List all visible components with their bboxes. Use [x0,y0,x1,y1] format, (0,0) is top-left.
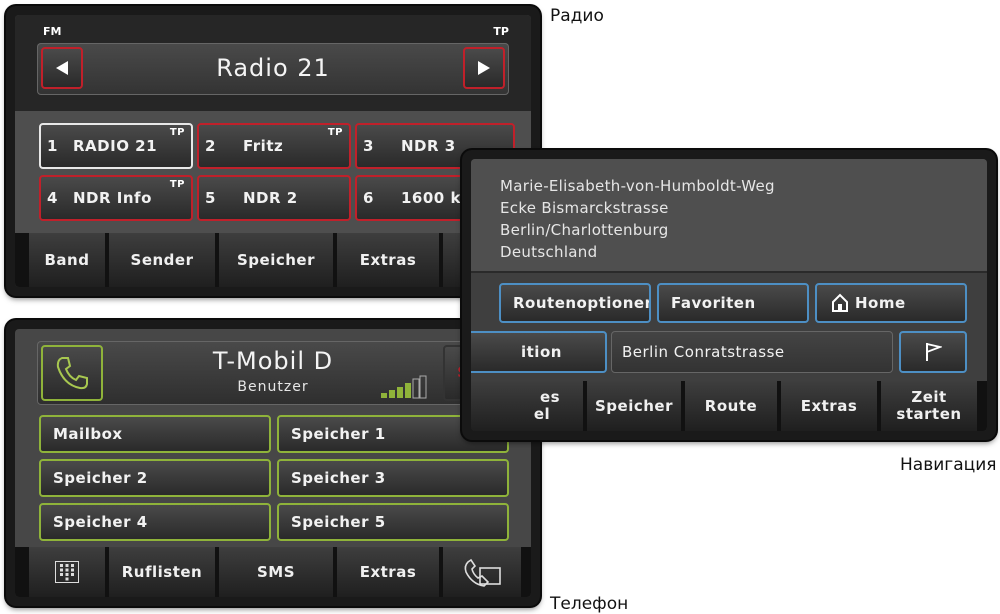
home-label: Home [855,294,906,312]
tab-extras[interactable]: Extras [781,381,879,431]
tab-destination-partial[interactable]: es el [471,381,585,431]
prev-station-button[interactable] [41,47,83,89]
preset-1[interactable]: 1 RADIO 21 TP [39,123,193,169]
tab-hangup[interactable] [443,547,523,597]
phone-header: T-Mobil D Benutzer SOS [37,341,509,405]
tp-indicator: TP [493,25,509,38]
station-bar: Radio 21 [37,43,509,95]
tab-keypad[interactable] [29,547,107,597]
next-station-button[interactable] [463,47,505,89]
radio-header: FM TP Radio 21 [15,15,531,111]
tab-start-time-bottom: starten [896,405,962,423]
route-options-button[interactable]: Routenoptionen [499,283,651,323]
tab-destination-partial-top: es [539,388,561,406]
caption-navigation: Навигация [900,455,997,475]
caption-radio: Радио [550,6,604,26]
radio-tabbar: Band Sender Speicher Extras [15,233,531,287]
tab-start-time-top: Zeit [911,388,947,406]
preset-name: NDR Info [73,189,152,207]
signal-strength-icon [381,375,427,399]
mailbox-button[interactable]: Mailbox [39,415,271,453]
phone-screen: T-Mobil D Benutzer SOS Mailbox Speicher … [6,320,540,606]
memory-2-button[interactable]: Speicher 2 [39,459,271,497]
arrow-left-icon [56,61,68,75]
preset-number: 6 [363,189,374,207]
tab-destination-partial-bottom: el [533,405,551,423]
provider-name: T-Mobil D [212,347,334,375]
tab-sender[interactable]: Sender [109,233,217,287]
memory-4-button[interactable]: Speicher 4 [39,503,271,541]
tab-band[interactable]: Band [29,233,107,287]
station-name: Radio 21 [216,54,330,82]
preset-number: 3 [363,137,374,155]
destination-field[interactable]: Berlin Conratstrasse [611,331,893,373]
tab-extras[interactable]: Extras [337,233,441,287]
tab-ruflisten[interactable]: Ruflisten [109,547,217,597]
preset-tp: TP [169,127,185,138]
address-line-1: Marie-Elisabeth-von-Humboldt-Weg [500,177,775,195]
keypad-icon [55,561,79,583]
band-label: FM [43,25,62,38]
preset-number: 2 [205,137,216,155]
address-line-2: Ecke Bismarckstrasse [500,199,669,217]
memory-5-button[interactable]: Speicher 5 [277,503,509,541]
preset-number: 4 [47,189,58,207]
preset-2[interactable]: 2 Fritz TP [197,123,351,169]
home-button[interactable]: Home [815,283,967,323]
preset-name: NDR 3 [401,137,456,155]
call-button[interactable] [41,345,103,401]
tab-speicher[interactable]: Speicher [587,381,683,431]
arrow-right-icon [478,61,490,75]
caption-phone: Телефон [550,594,629,614]
preset-name: NDR 2 [243,189,298,207]
destination-flag-button[interactable] [899,331,967,373]
preset-tp: TP [327,127,343,138]
preset-number: 5 [205,189,216,207]
preset-tp: TP [169,179,185,190]
home-icon [832,293,848,312]
preset-name: Fritz [243,137,284,155]
flag-icon [926,342,942,361]
tab-extras[interactable]: Extras [337,547,441,597]
preset-5[interactable]: 5 NDR 2 [197,175,351,221]
tab-speicher[interactable]: Speicher [219,233,335,287]
address-line-4: Deutschland [500,243,598,261]
position-button[interactable]: ition [471,331,607,373]
tab-sms[interactable]: SMS [219,547,335,597]
user-label: Benutzer [237,379,309,395]
tab-route[interactable]: Route [685,381,779,431]
memory-3-button[interactable]: Speicher 3 [277,459,509,497]
navigation-screen: Marie-Elisabeth-von-Humboldt-Weg Ecke Bi… [462,150,996,440]
favorites-button[interactable]: Favoriten [657,283,809,323]
preset-name: RADIO 21 [73,137,158,155]
preset-3[interactable]: 3 NDR 3 [355,123,515,169]
preset-number: 1 [47,137,58,155]
address-panel: Marie-Elisabeth-von-Humboldt-Weg Ecke Bi… [471,159,987,273]
preset-name: 1600 kH [401,189,474,207]
phone-tabbar: Ruflisten SMS Extras [15,547,531,597]
address-line-3: Berlin/Charlottenburg [500,221,669,239]
preset-4[interactable]: 4 NDR Info TP [39,175,193,221]
tab-start-time[interactable]: Zeit starten [881,381,979,431]
hangup-icon [464,558,501,587]
navigation-tabbar: es el Speicher Route Extras Zeit starten [471,381,987,431]
handset-icon [56,357,88,390]
